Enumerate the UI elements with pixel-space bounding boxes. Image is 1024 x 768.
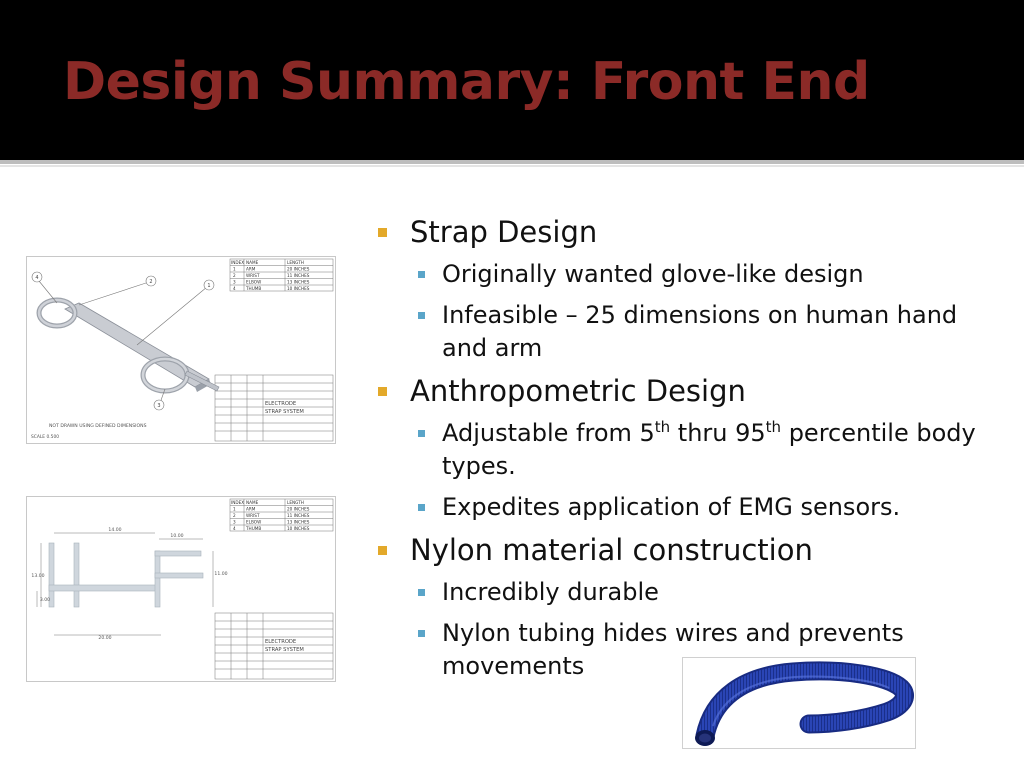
drawing-note: NOT DRAWN USING DEFINED DIMENSIONS xyxy=(49,423,147,429)
bullet-marker xyxy=(378,228,387,237)
title-block-text: ELECTRODE xyxy=(265,401,296,407)
sub-bullet-text: Incredibly durable xyxy=(442,578,659,606)
svg-text:THUMB: THUMB xyxy=(245,286,261,291)
bullet-marker xyxy=(418,504,425,511)
sub-bullet: Infeasible – 25 dimensions on human hand… xyxy=(376,299,1006,365)
svg-text:2: 2 xyxy=(233,273,236,278)
svg-text:2: 2 xyxy=(149,279,152,285)
divider-line xyxy=(0,160,1024,164)
bullet-marker xyxy=(418,271,425,278)
svg-text:2: 2 xyxy=(233,513,236,518)
sub-bullet-text: Adjustable from 5th thru 95th percentile… xyxy=(442,418,976,480)
svg-text:ELECTRODE: ELECTRODE xyxy=(265,639,296,645)
parts-table xyxy=(229,498,334,532)
svg-text:10 INCHES: 10 INCHES xyxy=(287,286,310,291)
sub-bullet: Expedites application of EMG sensors. xyxy=(376,491,1006,524)
svg-text:3: 3 xyxy=(157,403,160,409)
strap-flat-pattern-drawing: INDEX NAME LENGTH 1 ARM 20 INCHES 2 WRIST 11… xyxy=(26,496,336,682)
svg-text:LENGTH: LENGTH xyxy=(287,500,304,505)
svg-text:ARM: ARM xyxy=(246,267,256,272)
bullet-text: Strap Design xyxy=(410,215,598,249)
sub-bullet-text: Infeasible – 25 dimensions on human hand… xyxy=(442,301,958,362)
svg-text:ELBOW: ELBOW xyxy=(246,280,261,285)
bullet-marker xyxy=(418,312,425,319)
table-header: LENGTH xyxy=(287,260,304,265)
bullet-marker xyxy=(418,589,425,596)
title-bar: Design Summary: Front End xyxy=(0,0,1024,160)
bullet-strap-design: Strap Design xyxy=(376,214,1006,250)
svg-text:10.00: 10.00 xyxy=(170,533,183,539)
svg-text:3: 3 xyxy=(233,520,236,525)
bullet-nylon-material: Nylon material construction xyxy=(376,532,1006,568)
svg-text:1: 1 xyxy=(233,507,236,512)
svg-text:11.00: 11.00 xyxy=(214,571,227,577)
svg-text:1: 1 xyxy=(233,267,236,272)
sub-bullet: Nylon tubing hides wires and prevents mo… xyxy=(376,617,1006,683)
title-block-text: STRAP SYSTEM xyxy=(265,409,304,415)
strap-model xyxy=(36,297,220,394)
svg-text:4: 4 xyxy=(233,526,236,531)
balloon-callouts: 4 2 1 3 xyxy=(31,271,215,411)
svg-text:WRIST: WRIST xyxy=(246,273,260,278)
drawing-scale: SCALE 0.500 xyxy=(31,434,59,440)
bullet-marker xyxy=(378,546,387,555)
bullet-marker xyxy=(418,630,425,637)
svg-text:THUMB: THUMB xyxy=(245,526,261,531)
svg-text:WRIST: WRIST xyxy=(246,513,260,518)
svg-text:11 INCHES: 11 INCHES xyxy=(287,273,310,278)
svg-text:11 INCHES: 11 INCHES xyxy=(287,513,310,518)
svg-text:3: 3 xyxy=(233,280,236,285)
title-block xyxy=(214,612,334,680)
bullet-text: Anthropometric Design xyxy=(410,374,746,408)
bullet-anthropometric-design: Anthropometric Design xyxy=(376,373,1006,409)
nylon-tubing-photo xyxy=(682,657,916,749)
svg-text:3.00: 3.00 xyxy=(40,597,50,603)
svg-text:13.00: 13.00 xyxy=(31,573,44,579)
bullet-marker xyxy=(418,430,425,437)
svg-text:NAME: NAME xyxy=(246,500,259,505)
svg-text:STRAP SYSTEM: STRAP SYSTEM xyxy=(265,647,304,653)
svg-text:20 INCHES: 20 INCHES xyxy=(287,267,310,272)
svg-text:ELBOW: ELBOW xyxy=(246,520,261,525)
bullet-list: Strap Design Originally wanted glove-lik… xyxy=(376,214,1006,691)
svg-text:20.00: 20.00 xyxy=(98,635,111,641)
svg-text:ARM: ARM xyxy=(246,507,256,512)
svg-text:13 INCHES: 13 INCHES xyxy=(287,280,310,285)
svg-text:1: 1 xyxy=(207,283,210,289)
svg-text:4: 4 xyxy=(35,275,38,281)
svg-text:4: 4 xyxy=(233,286,236,291)
sub-bullet: Originally wanted glove-like design xyxy=(376,258,1006,291)
sub-bullet: Incredibly durable xyxy=(376,576,1006,609)
slide-title: Design Summary: Front End xyxy=(63,52,870,112)
svg-text:20 INCHES: 20 INCHES xyxy=(287,507,310,512)
dimension-labels: 14.00 10.00 13.00 11.00 3.00 20.00 xyxy=(31,527,227,641)
sub-bullet: Adjustable from 5th thru 95th percentile… xyxy=(376,417,1006,483)
bullet-text: Nylon material construction xyxy=(410,533,813,567)
svg-text:10 INCHES: 10 INCHES xyxy=(287,526,310,531)
divider-line-light xyxy=(0,165,1024,167)
sub-bullet-text: Originally wanted glove-like design xyxy=(442,260,864,288)
svg-text:13 INCHES: 13 INCHES xyxy=(287,520,310,525)
flat-strap-model xyxy=(48,542,204,608)
svg-text:14.00: 14.00 xyxy=(108,527,121,533)
table-header: NAME xyxy=(246,260,259,265)
bullet-marker xyxy=(378,387,387,396)
parts-table xyxy=(229,258,334,292)
svg-text:INDEX: INDEX xyxy=(231,500,244,505)
title-block xyxy=(214,374,334,442)
table-header: INDEX xyxy=(231,260,244,265)
sub-bullet-text: Expedites application of EMG sensors. xyxy=(442,493,901,521)
sub-bullet-text: Nylon tubing hides wires and prevents mo… xyxy=(442,619,904,680)
